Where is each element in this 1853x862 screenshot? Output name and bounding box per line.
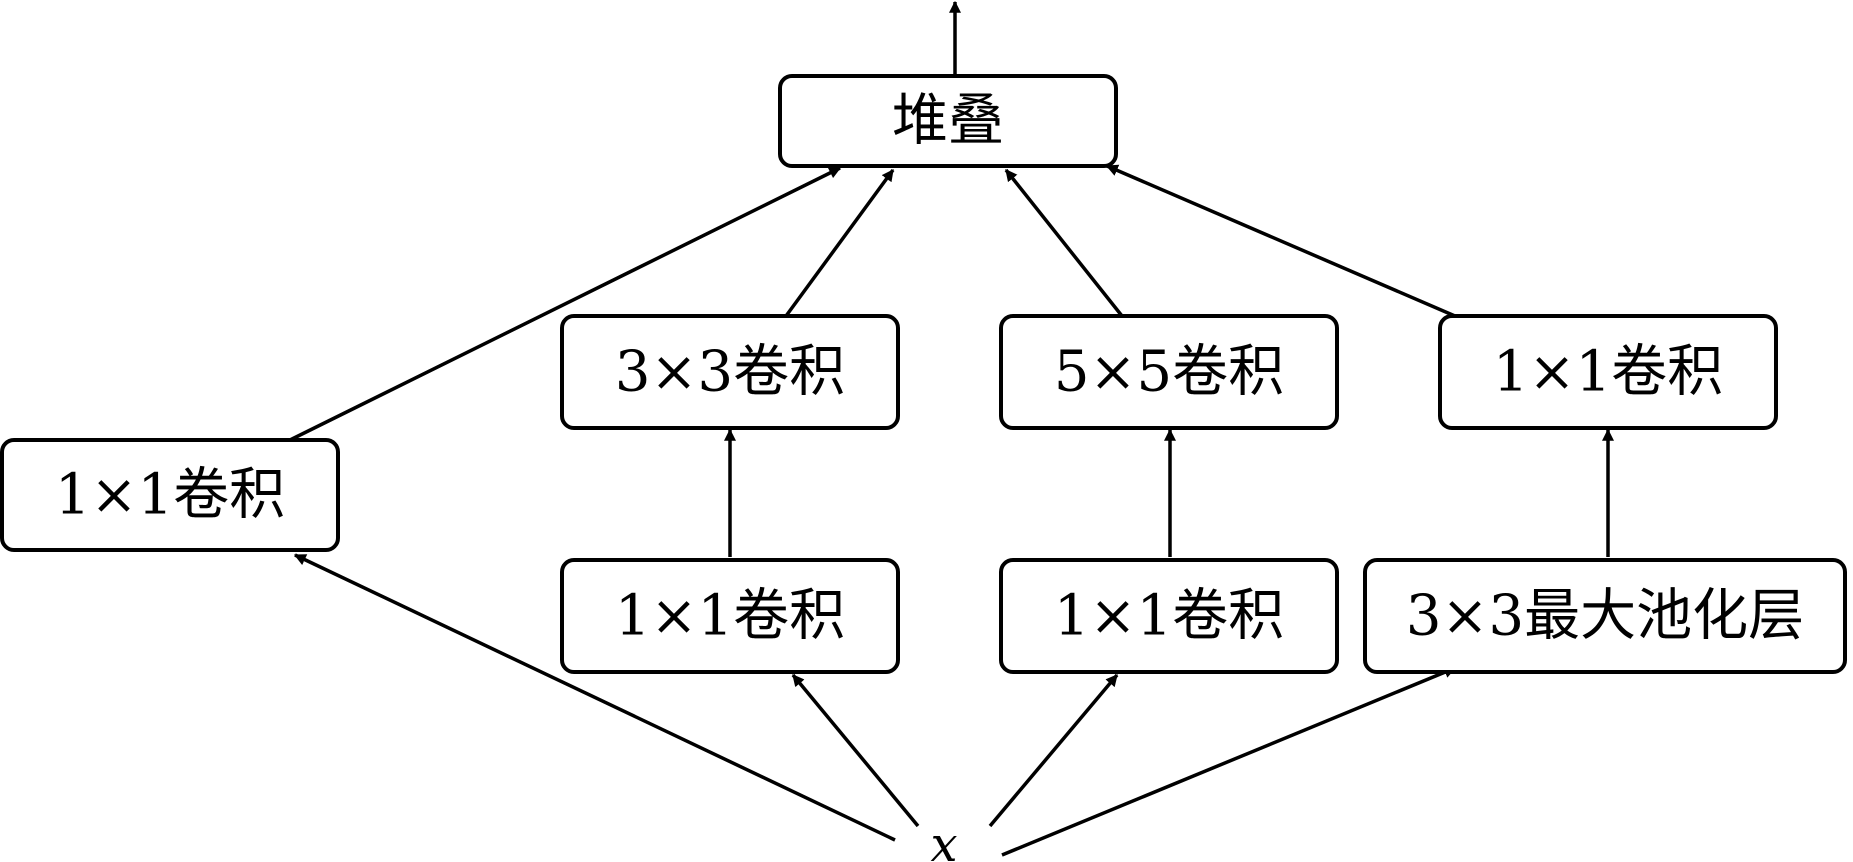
- branch3-conv1x1-label: 1×1卷积: [1054, 584, 1284, 649]
- branch3-conv5x5-node: 5×5卷积: [999, 314, 1339, 430]
- edge-branch1-conv1x1-to-stack: [289, 166, 842, 442]
- edge-branch3-conv5x5-to-stack: [1004, 168, 1124, 318]
- branch2-conv3x3-label: 3×3卷积: [615, 340, 845, 405]
- branch4-maxpool-node: 3×3最大池化层: [1363, 558, 1847, 674]
- stack-label: 堆叠: [892, 89, 1004, 154]
- branch1-conv1x1-node: 1×1卷积: [0, 438, 340, 552]
- branch1-conv1x1-label: 1×1卷积: [55, 463, 285, 528]
- edge-x-to-branch3-conv1x1: [988, 673, 1119, 828]
- stack-node: 堆叠: [778, 74, 1118, 168]
- edge-branch2-conv3x3-to-stack: [784, 168, 895, 318]
- branch4-conv1x1-node: 1×1卷积: [1438, 314, 1778, 430]
- input-x-label: x: [930, 817, 957, 862]
- edge-x-to-branch1-conv1x1: [293, 553, 896, 842]
- branch4-maxpool-label: 3×3最大池化层: [1406, 584, 1804, 649]
- branch2-conv1x1-label: 1×1卷积: [615, 584, 845, 649]
- edge-x-to-branch2-conv1x1: [791, 673, 920, 828]
- branch2-conv1x1-node: 1×1卷积: [560, 558, 900, 674]
- branch4-conv1x1-label: 1×1卷积: [1493, 340, 1723, 405]
- branch2-conv3x3-node: 3×3卷积: [560, 314, 900, 430]
- edge-x-to-branch4-maxpool: [1001, 666, 1457, 857]
- edge-branch4-conv1x1-to-stack: [1105, 164, 1456, 318]
- branch3-conv1x1-node: 1×1卷积: [999, 558, 1339, 674]
- branch3-conv5x5-label: 5×5卷积: [1054, 340, 1284, 405]
